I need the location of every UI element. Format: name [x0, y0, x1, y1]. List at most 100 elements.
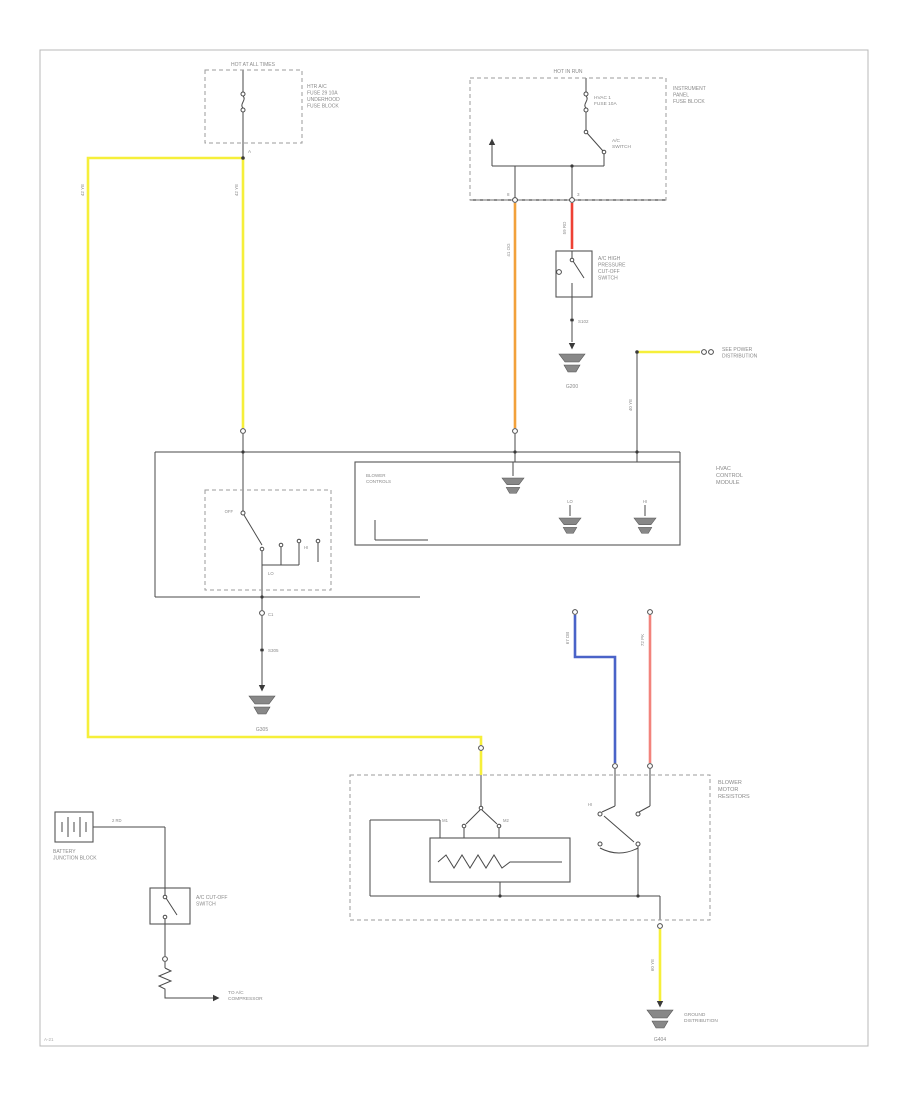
relay-contact-icon	[461, 823, 467, 829]
page-code: A-21	[44, 1037, 54, 1042]
junction-dot	[635, 450, 639, 454]
switch-contact-icon	[583, 129, 589, 135]
wire-label-42ye-branch: 42 YE	[234, 184, 239, 196]
rotary-contact-icon	[597, 841, 603, 847]
junction-dot	[570, 164, 574, 168]
label-rotary-hi: HI	[588, 802, 592, 807]
switch-contact-icon	[278, 542, 284, 548]
connector-icon	[240, 428, 246, 434]
resistor-pack-box	[429, 837, 571, 883]
connector-icon	[478, 745, 484, 751]
switch-contact-icon	[569, 257, 575, 263]
blower-resistor-box	[349, 774, 711, 921]
relay-contact-icon	[496, 823, 502, 829]
connector-icon	[647, 763, 653, 769]
wire-label-42ye-left: 42 YE	[80, 184, 85, 196]
connector-icon	[708, 349, 714, 355]
junction-dot	[513, 450, 517, 454]
switch-contact-icon	[315, 538, 321, 544]
junction-dot	[241, 156, 245, 160]
colored-wires	[86, 156, 700, 1002]
ground-icon-g200	[558, 353, 586, 373]
battery-junction-box	[54, 811, 94, 843]
fuse-icon	[583, 91, 589, 113]
rotary-contact-icon	[597, 811, 603, 817]
switch-contact-icon	[601, 149, 607, 155]
rotary-contact-icon	[635, 841, 641, 847]
switch-contact-icon	[296, 538, 302, 544]
hvac-control-module-box	[354, 461, 681, 546]
instrument-panel-fuse-block-box	[469, 77, 667, 201]
junction-dot	[241, 450, 245, 454]
connector-icon	[259, 610, 265, 616]
wire-label-72pk: 72 PK	[640, 634, 645, 646]
connector-icon	[701, 349, 707, 355]
switch-pivot-icon	[240, 510, 246, 516]
arrow-right-icon	[213, 994, 220, 1002]
junction-dot	[635, 350, 639, 354]
label-ground-g404: G404	[654, 1037, 666, 1043]
label-ground-g200: G200	[566, 384, 578, 390]
connector-icon	[512, 428, 518, 434]
label-switch-lo: LO	[268, 571, 274, 576]
component-boxes	[54, 69, 711, 925]
junction-dot	[498, 894, 502, 898]
label-ground-g305: G305	[256, 727, 268, 733]
arrow-up-icon	[488, 138, 496, 145]
ac-pressure-switch-box	[555, 250, 593, 298]
cutoff-switch-box	[149, 887, 191, 925]
wire-label-59rd: 59 RD	[562, 221, 567, 235]
connector-icon	[569, 197, 575, 203]
symbols	[162, 91, 714, 1029]
pressure-switch-contact	[571, 251, 585, 297]
junction-dot	[260, 595, 264, 599]
relay-contact-icon	[478, 805, 484, 811]
blower-switch-box	[204, 489, 332, 591]
connector-icon	[657, 923, 663, 929]
diagram-border	[39, 49, 869, 1047]
switch-contact-icon	[162, 894, 168, 900]
label-splice-s305: S305	[268, 648, 279, 653]
junction-dot	[636, 894, 640, 898]
wire-label-41og: 41 OG	[506, 243, 511, 257]
arrow-down-icon	[656, 1001, 664, 1008]
yellow-wire-main	[86, 156, 483, 745]
label-switch-hi: HI	[304, 545, 308, 550]
ground-icon-internal	[501, 477, 525, 494]
label-splice-s102: S102	[578, 319, 589, 324]
rotary-contact-icon	[635, 811, 641, 817]
pressure-port-icon	[556, 269, 562, 275]
connector-icon	[612, 763, 618, 769]
wire-label-60ye: 60 YE	[650, 959, 655, 971]
ground-icon-internal	[558, 517, 582, 534]
ground-icon-g305	[248, 695, 276, 715]
wire-label-2rd: 2 RD	[112, 818, 122, 823]
label-conn-c1: C1	[268, 612, 274, 617]
connector-icon	[162, 956, 168, 962]
connector-icon	[572, 609, 578, 615]
label-pin-8: 8	[507, 192, 510, 197]
switch-contact-icon	[259, 546, 265, 552]
wire-label-67db: 67 DB	[565, 632, 570, 645]
black-wires	[61, 70, 681, 999]
label-m1: M1	[442, 818, 448, 823]
splice-icon	[570, 318, 574, 322]
arrow-down-icon	[258, 685, 266, 692]
switch-contact-icon	[162, 914, 168, 920]
label-pin-a: A	[248, 149, 251, 154]
arrow-down-icon	[568, 343, 576, 350]
wire-label-40ye: 40 YE	[628, 399, 633, 411]
label-hi: HI	[643, 499, 647, 504]
